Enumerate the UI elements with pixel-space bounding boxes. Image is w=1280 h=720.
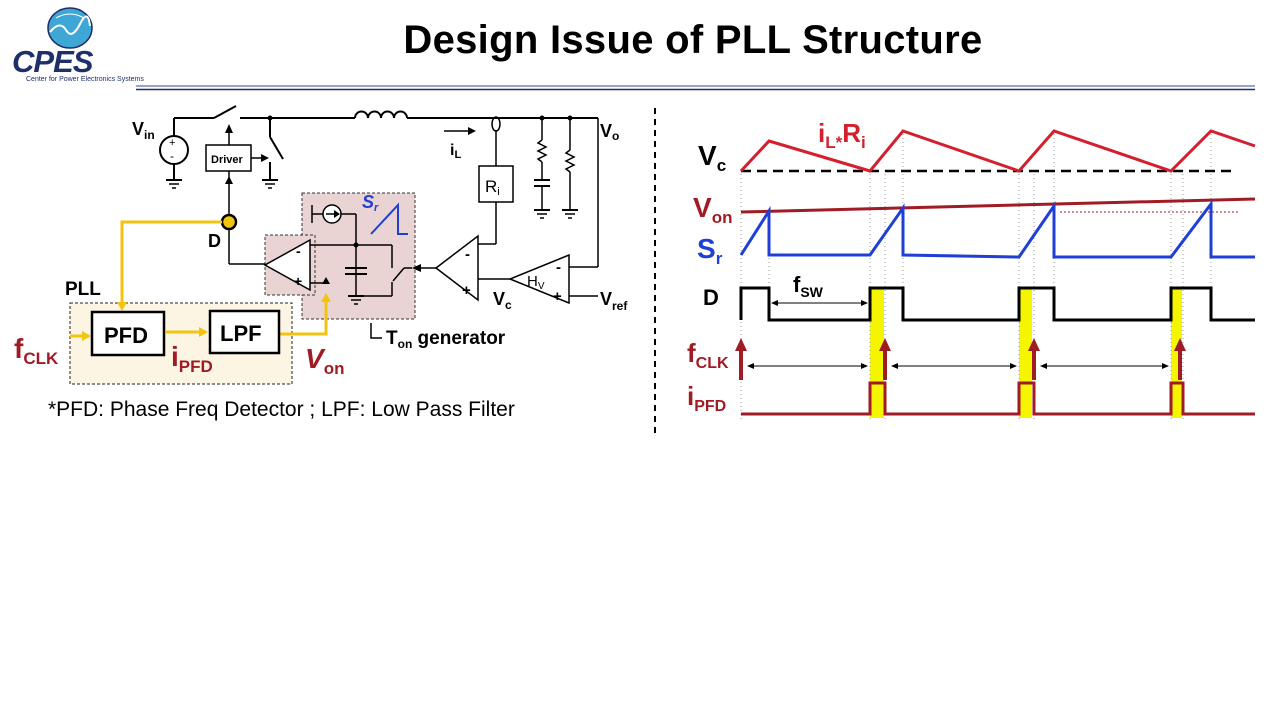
svg-text:-: - (465, 246, 470, 263)
svg-text:Vo: Vo (600, 121, 619, 143)
svg-text:Sr: Sr (697, 233, 723, 268)
svg-text:fCLK: fCLK (687, 338, 729, 372)
d-waveform (739, 286, 1255, 322)
svg-text:Von: Von (693, 192, 732, 227)
svg-text:iPFD: iPFD (171, 341, 213, 376)
svg-text:+: + (462, 282, 471, 299)
svg-text:+: + (553, 288, 562, 305)
svg-text:fCLK: fCLK (14, 333, 59, 368)
fclk-arrows (735, 338, 1186, 380)
ton-comparator (263, 238, 311, 292)
logo-text: CPES (12, 44, 93, 79)
svg-text:Vc: Vc (698, 140, 726, 175)
logo-globe-icon (47, 7, 93, 49)
von-level (740, 197, 1256, 214)
svg-text:Ri: Ri (485, 177, 500, 198)
svg-text:-: - (170, 149, 174, 163)
vertical-divider (654, 108, 656, 438)
footnote: *PFD: Phase Freq Detector ; LPF: Low Pas… (48, 398, 515, 421)
logo-subtitle: Center for Power Electronics Systems (26, 76, 144, 83)
pfd-block (90, 310, 166, 357)
svg-text:D: D (703, 285, 719, 310)
svg-text:PLL: PLL (65, 279, 101, 300)
svg-text:+: + (294, 273, 302, 289)
vc-amplifier (434, 234, 479, 302)
svg-text:+: + (169, 137, 175, 149)
ipfd-waveform (741, 381, 1255, 416)
ri-block (478, 165, 514, 203)
il-ri-waveform (739, 129, 1256, 173)
svg-text:Ton generator: Ton generator (386, 328, 506, 351)
inductor (354, 110, 408, 119)
timing-waveforms: Vc iL*Ri Von Sr D fSW (687, 118, 1256, 420)
svg-text:-: - (296, 243, 301, 259)
svg-text:PFD: PFD (104, 323, 148, 348)
svg-text:Von: Von (305, 343, 344, 378)
svg-text:iPFD: iPFD (687, 381, 726, 415)
svg-text:-: - (556, 259, 561, 276)
d-feedback-wire (120, 220, 222, 305)
sr-waveform (739, 199, 1255, 259)
svg-text:fSW: fSW (793, 272, 824, 300)
header-divider (136, 85, 1255, 91)
circuit-diagram: + - Vin iL Driver (14, 105, 628, 385)
svg-text:Vref: Vref (600, 289, 628, 313)
svg-text:Vc: Vc (493, 289, 512, 312)
svg-text:Driver: Driver (211, 154, 244, 166)
svg-text:Sr: Sr (362, 192, 379, 214)
svg-text:iL: iL (450, 142, 461, 161)
lpf-block (208, 309, 281, 355)
svg-text:LPF: LPF (220, 321, 262, 346)
sr-ramp-icon (370, 202, 408, 235)
svg-text:Vin: Vin (132, 119, 155, 142)
svg-text:iL*Ri: iL*Ri (818, 118, 866, 152)
slide-title: Design Issue of PLL Structure (403, 18, 983, 62)
svg-text:D: D (208, 231, 221, 251)
hv-amplifier (508, 253, 570, 305)
svg-text:HV: HV (527, 273, 545, 292)
